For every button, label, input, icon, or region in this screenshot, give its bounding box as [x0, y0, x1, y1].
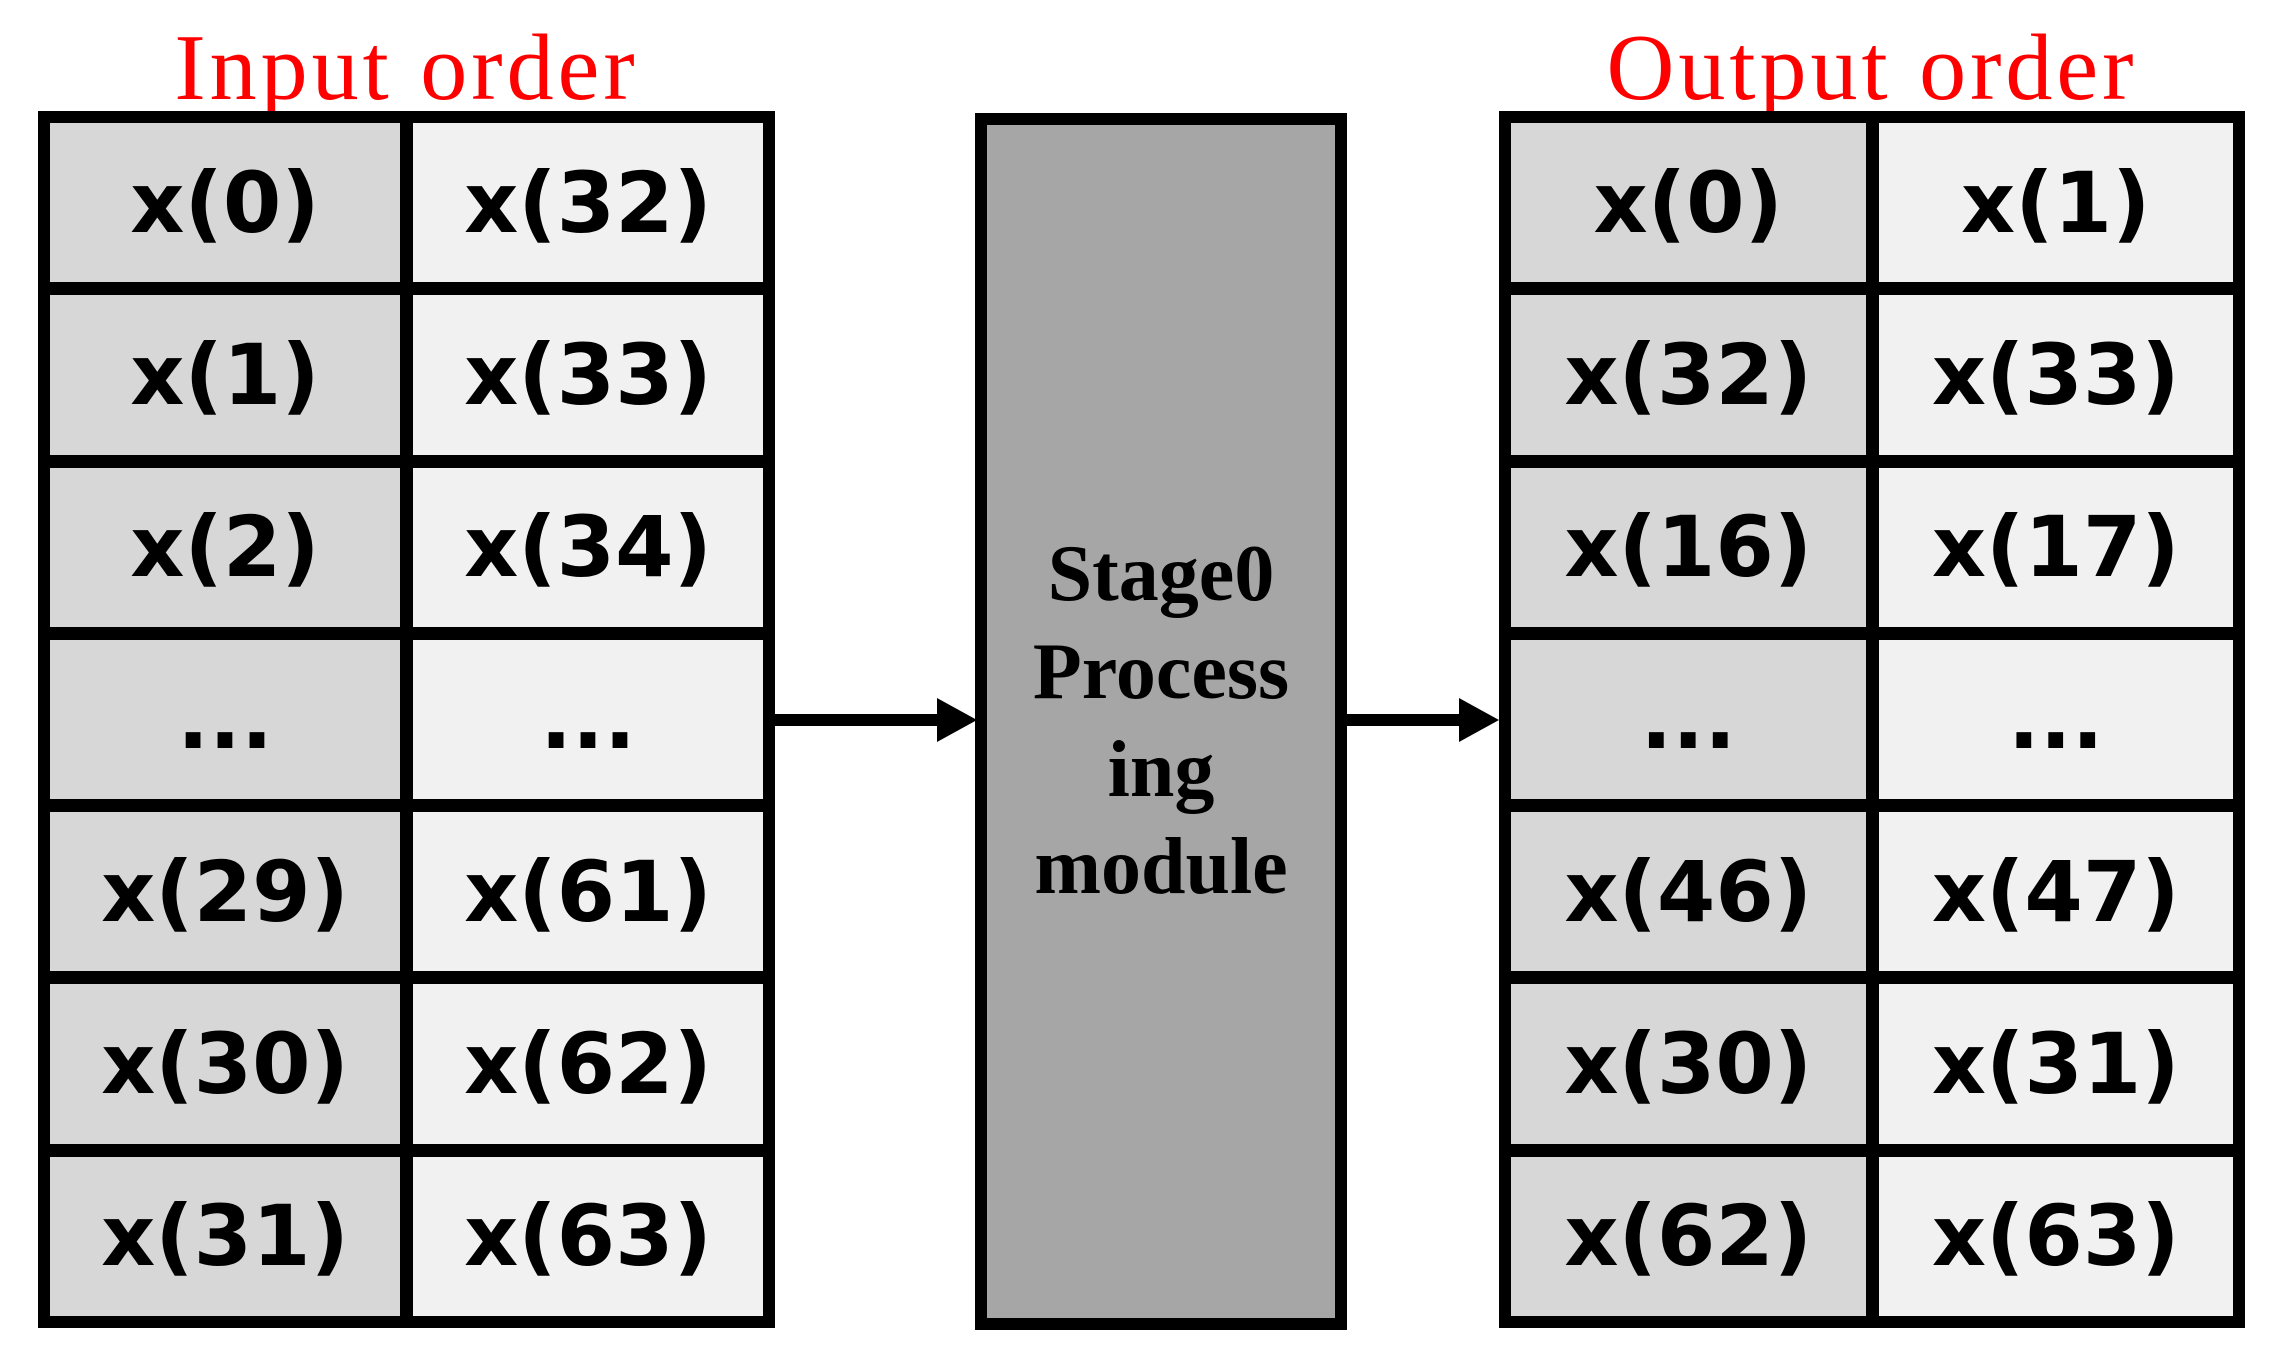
input-cell-r5c0: x(30) — [50, 984, 400, 1144]
input-cell-r5c1: x(62) — [413, 984, 763, 1144]
module-label-line: module — [1034, 823, 1288, 912]
output-cell-r3c0: ... — [1511, 639, 1866, 800]
output-cell-r0c1: x(1) — [1878, 123, 2233, 283]
module-label-line: ing — [1107, 725, 1215, 814]
input-cell-r6c0: x(31) — [50, 1156, 400, 1316]
input-cell-r3c1: ... — [413, 639, 763, 800]
input-cell-r3c0: ... — [50, 639, 400, 800]
arrow-head — [937, 698, 977, 742]
arrow-shaft — [775, 714, 941, 726]
module-label-line: Stage0 — [1047, 530, 1275, 619]
output-cell-r2c0: x(16) — [1511, 467, 1866, 627]
input-cell-r1c1: x(33) — [413, 295, 763, 455]
output-cell-r4c1: x(47) — [1878, 812, 2233, 972]
output-cell-r5c0: x(30) — [1511, 984, 1866, 1144]
output-cell-r6c1: x(63) — [1878, 1156, 2233, 1316]
output-order-table: x(0)x(1)x(32)x(33)x(16)x(17)......x(46)x… — [1499, 111, 2245, 1328]
arrow-head — [1459, 698, 1499, 742]
output-cell-r5c1: x(31) — [1878, 984, 2233, 1144]
arrow-shaft — [1347, 714, 1461, 726]
output-cell-r6c0: x(62) — [1511, 1156, 1866, 1316]
output-cell-r2c1: x(17) — [1878, 467, 2233, 627]
stage0-processing-module-box: Stage0 Process ing module — [975, 113, 1347, 1330]
output-cell-r1c1: x(33) — [1878, 295, 2233, 455]
output-cell-r3c1: ... — [1878, 639, 2233, 800]
input-cell-r4c1: x(61) — [413, 812, 763, 972]
input-cell-r2c0: x(2) — [50, 467, 400, 627]
input-cell-r6c1: x(63) — [413, 1156, 763, 1316]
input-cell-r0c1: x(32) — [413, 123, 763, 283]
input-cell-r2c1: x(34) — [413, 467, 763, 627]
output-cell-r0c0: x(0) — [1511, 123, 1866, 283]
input-order-title: Input order — [174, 16, 639, 120]
input-cell-r1c0: x(1) — [50, 295, 400, 455]
input-order-table: x(0)x(32)x(1)x(33)x(2)x(34)......x(29)x(… — [38, 111, 775, 1328]
output-cell-r4c0: x(46) — [1511, 812, 1866, 972]
module-label-line: Process — [1032, 627, 1290, 716]
output-order-title: Output order — [1606, 16, 2138, 120]
output-cell-r1c0: x(32) — [1511, 295, 1866, 455]
input-cell-r0c0: x(0) — [50, 123, 400, 283]
input-cell-r4c0: x(29) — [50, 812, 400, 972]
